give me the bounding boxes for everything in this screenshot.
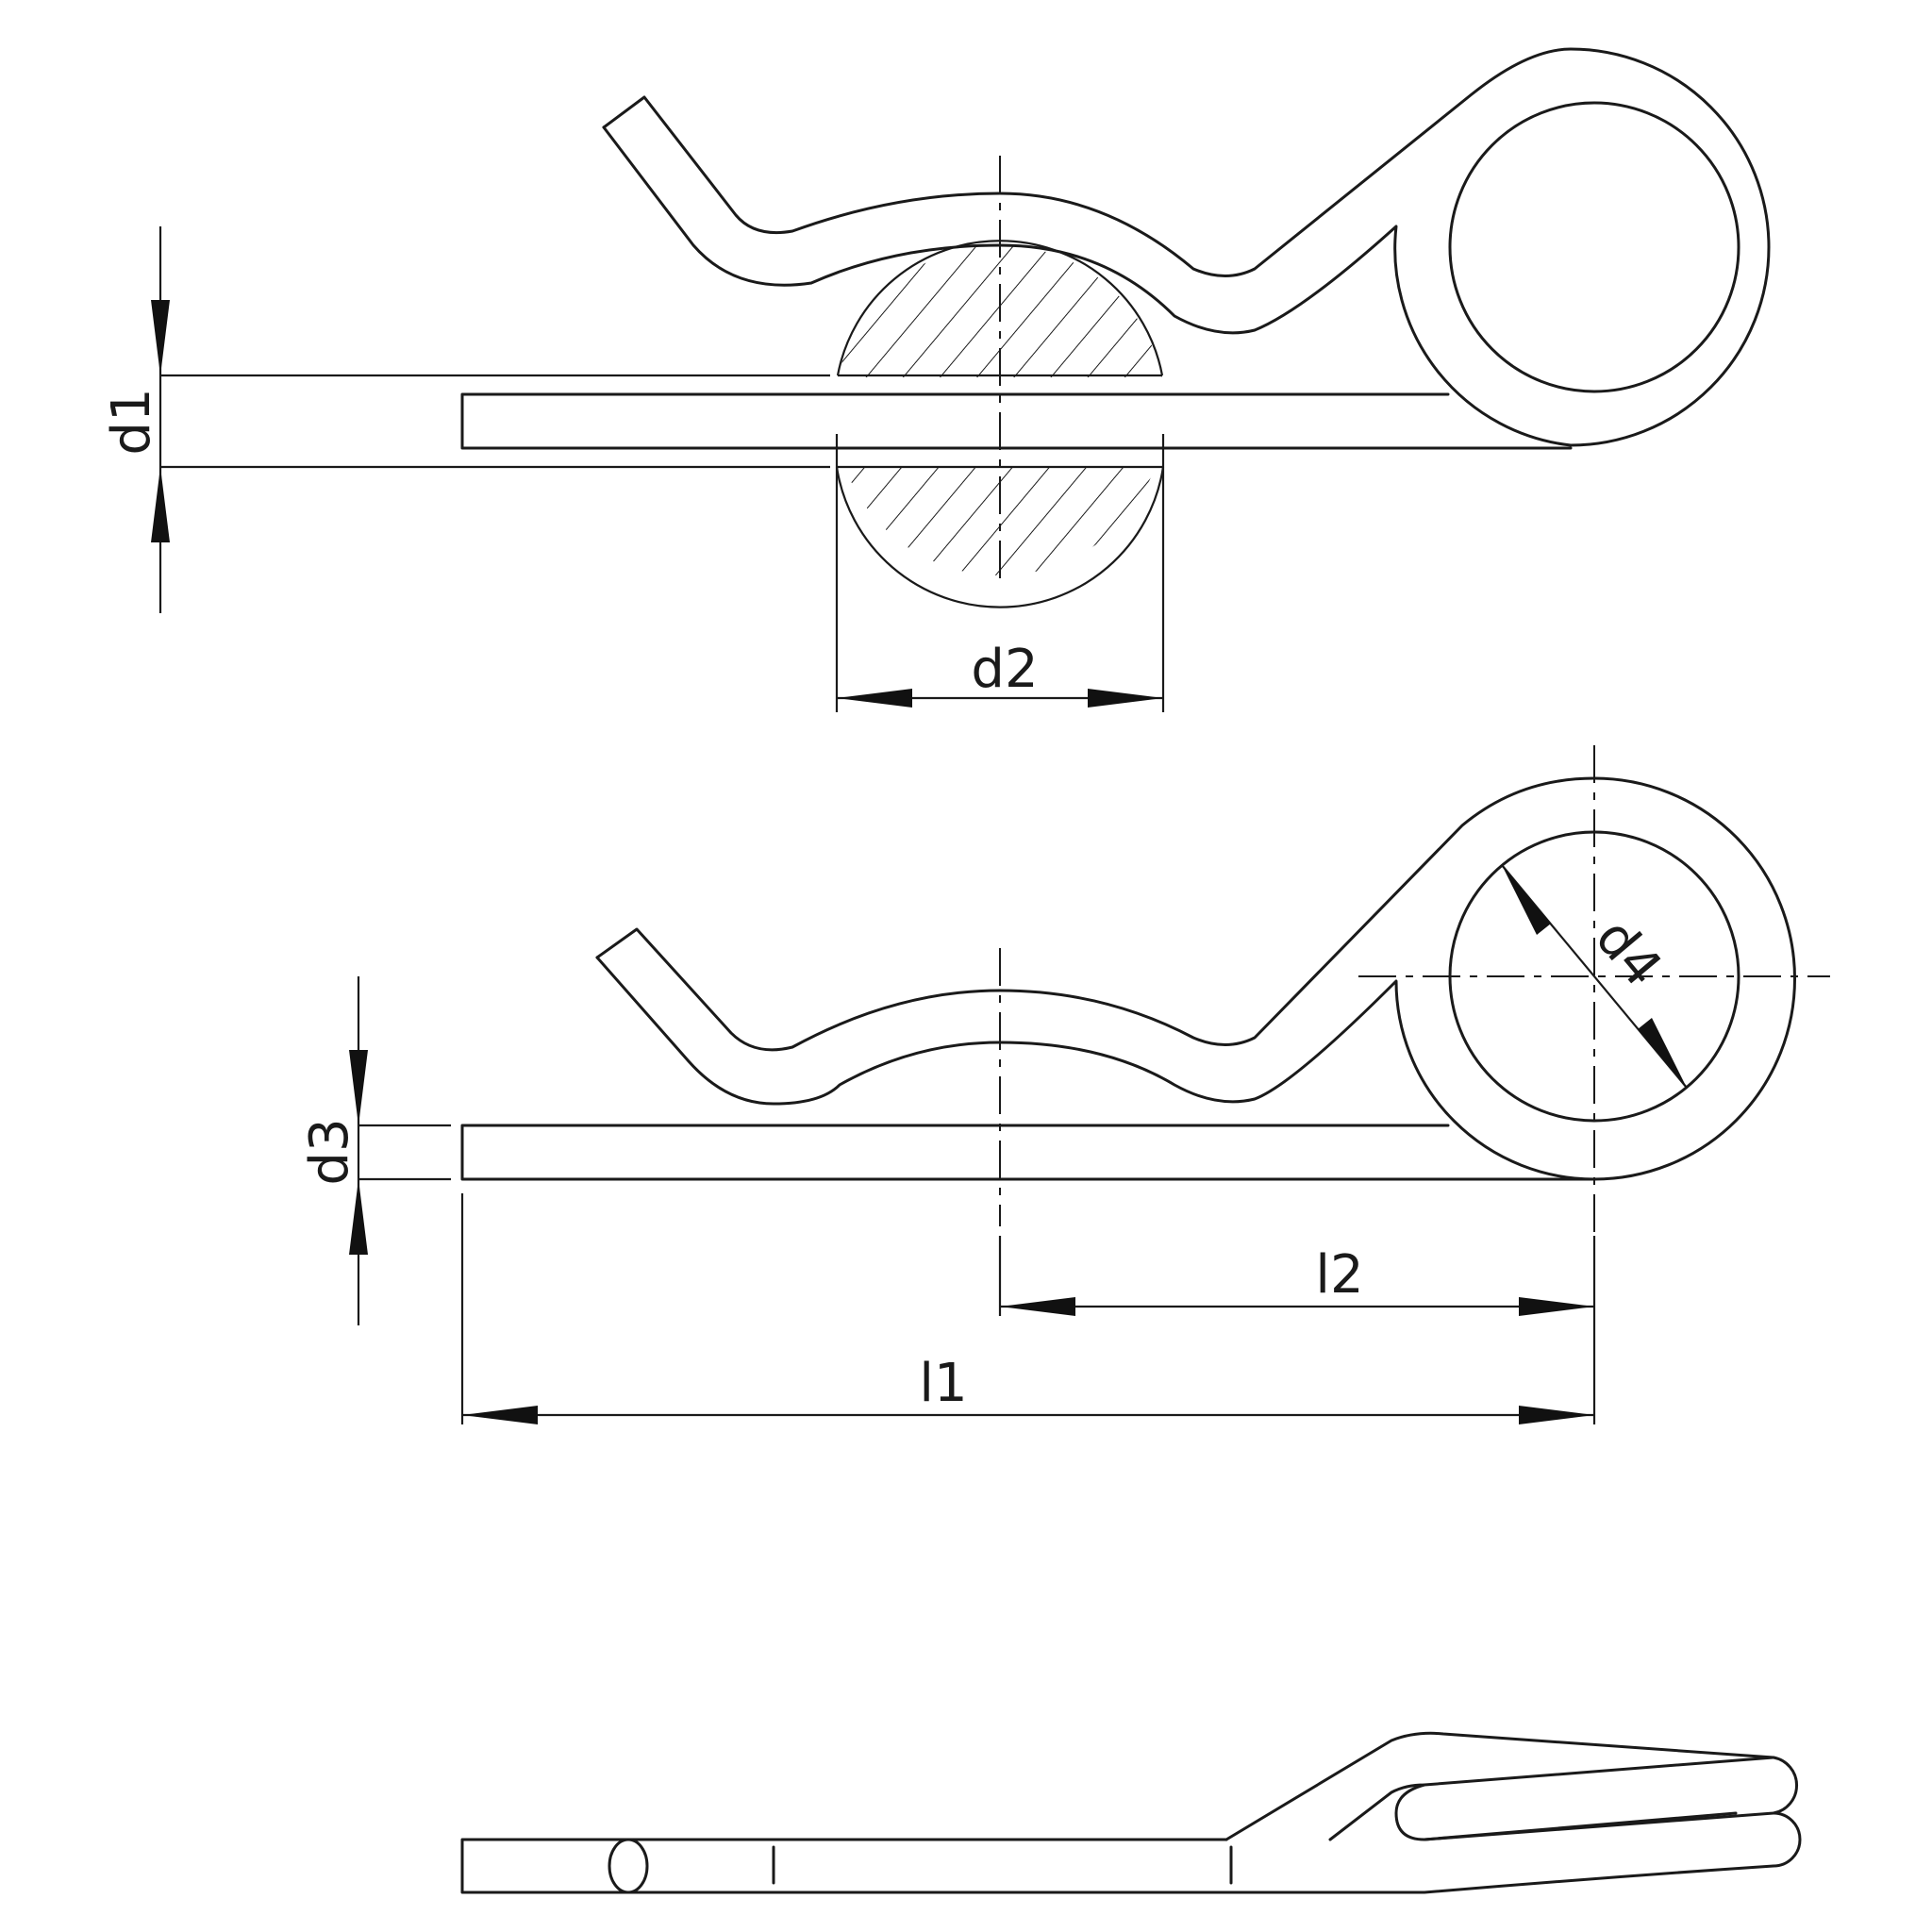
wire-front-straight-leg — [460, 1124, 1596, 1181]
side-coil-bottom — [1772, 1811, 1802, 1868]
label-l1: l1 — [919, 1353, 967, 1414]
shaft-section-bottom — [835, 465, 1165, 608]
view-installed-section: d1 d2 — [101, 47, 1771, 712]
wire-front-upper-bottom — [595, 956, 1596, 1181]
dimension-l1: l1 — [460, 1193, 1596, 1424]
wire-straight-leg — [460, 392, 1573, 450]
view-front: d3 d4 l2 l1 — [299, 745, 1830, 1424]
side-upper-arm — [1224, 1731, 1775, 1841]
side-wire-end — [608, 1838, 649, 1894]
wire-eye-inner — [1448, 101, 1740, 393]
wire-upper-arm-bottom — [602, 125, 1573, 447]
view-side — [460, 1731, 1802, 1894]
side-coil-top — [1394, 1756, 1798, 1841]
label-l2: l2 — [1315, 1244, 1363, 1306]
label-d3: d3 — [299, 1118, 360, 1185]
side-straight-leg — [460, 1838, 1775, 1894]
wire-front-upper-top — [595, 776, 1796, 1181]
dimension-l2: l2 — [998, 1236, 1596, 1316]
label-d4: d4 — [1583, 908, 1674, 998]
dimension-d2: d2 — [835, 434, 1165, 712]
label-d2: d2 — [971, 639, 1038, 700]
dimension-d1: d1 — [101, 226, 830, 613]
dimension-d3: d3 — [299, 976, 451, 1325]
label-d1: d1 — [101, 388, 162, 455]
wire-upper-arm-top — [602, 47, 1771, 447]
